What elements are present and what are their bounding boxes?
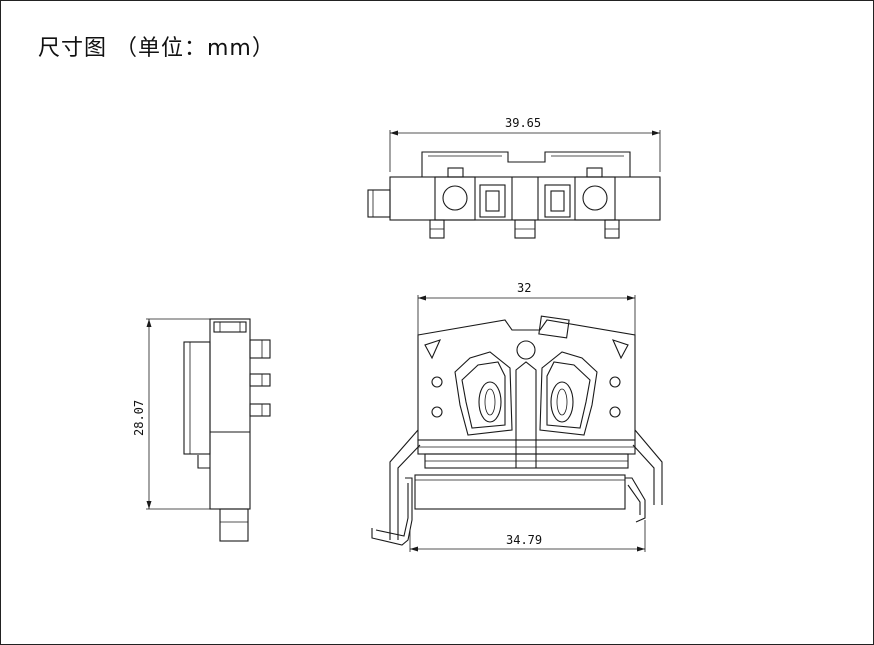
- dim-side-height: 28.07: [132, 400, 146, 436]
- dim-front-width: 32: [517, 281, 531, 295]
- top-view: 39.65: [367, 116, 661, 239]
- side-view: 28.07: [132, 318, 271, 542]
- dim-rail-width: 34.79: [506, 533, 542, 547]
- page-title: 尺寸图 （单位：mm）: [38, 36, 275, 61]
- dim-top-width: 39.65: [505, 116, 541, 130]
- front-view: 32: [371, 281, 663, 552]
